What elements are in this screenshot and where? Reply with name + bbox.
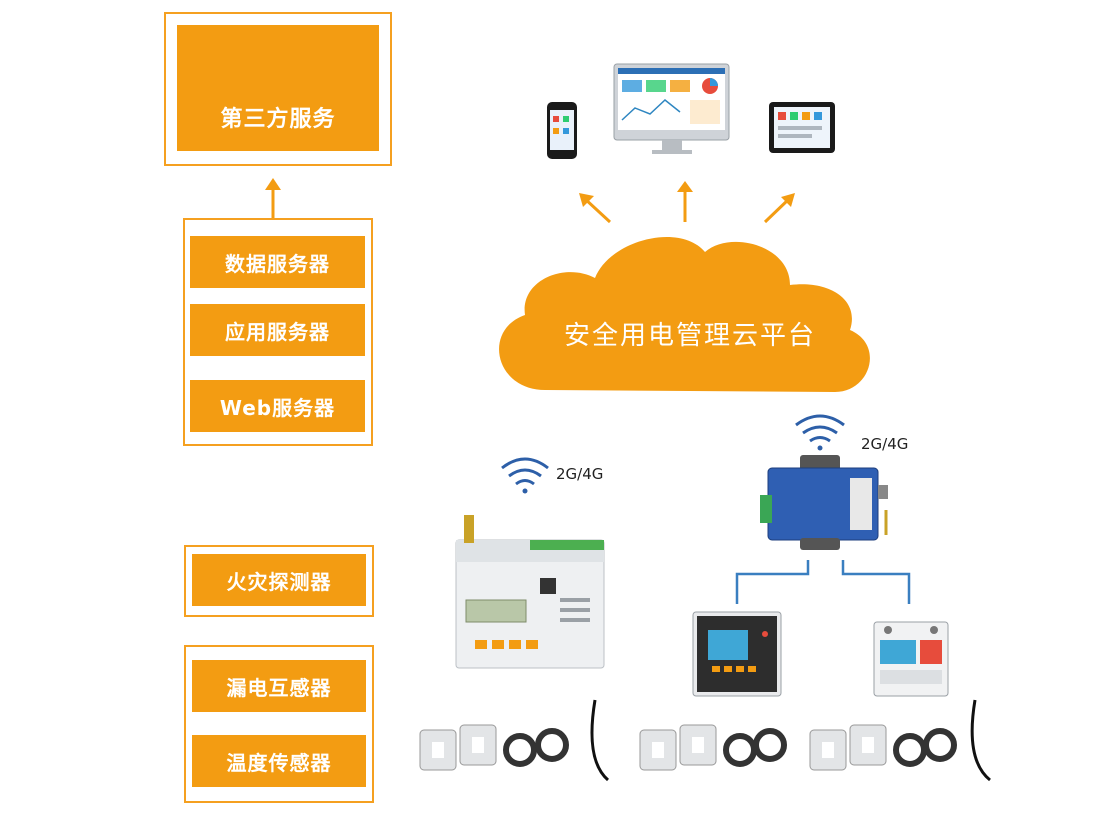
- sensor-group-frame: [184, 645, 374, 803]
- fire-detector-frame: [184, 545, 374, 617]
- sensor-bundle-3: [809, 699, 991, 782]
- data-server-box: 数据服务器: [190, 236, 365, 288]
- sensor-bundle-2: [639, 724, 787, 771]
- third-party-frame: [164, 12, 392, 166]
- cloud-shape: [499, 236, 870, 392]
- app-server-box: 应用服务器: [190, 304, 365, 356]
- panel-meter-icon: [692, 611, 782, 697]
- fire-detector-label: 火灾探测器: [226, 569, 332, 594]
- wireless-label-right: 2G/4G: [861, 435, 909, 453]
- up-arrow: [265, 178, 281, 218]
- data-server-label: 数据服务器: [225, 251, 330, 276]
- tablet-icon: [769, 102, 835, 153]
- monitor-icon: [613, 63, 730, 154]
- app-server-label: 应用服务器: [225, 319, 330, 344]
- cloud-label: 安全用电管理云平台: [563, 321, 816, 351]
- web-server-box: Web服务器: [190, 380, 365, 432]
- gateway-device-icon: [760, 455, 888, 550]
- leakage-transformer-box: 漏电互感器: [192, 660, 366, 712]
- monitoring-device-icon: [455, 515, 605, 669]
- third-party-box: 第三方服务: [177, 25, 379, 151]
- cloud-arrows: [579, 181, 795, 224]
- wireless-label-left: 2G/4G: [556, 465, 604, 483]
- temperature-sensor-label: 温度传感器: [226, 750, 332, 775]
- phone-icon: [547, 102, 577, 159]
- fire-detector-box: 火灾探测器: [192, 554, 366, 606]
- web-server-label: Web服务器: [219, 395, 336, 420]
- din-meter-icon: [873, 621, 949, 697]
- third-party-label: 第三方服务: [220, 107, 336, 132]
- wifi-icon-left: [501, 457, 549, 494]
- sensor-bundle-1: [419, 699, 610, 782]
- leakage-transformer-label: 漏电互感器: [226, 675, 332, 700]
- wifi-icon-right: [795, 414, 845, 451]
- gateway-connections: [735, 560, 911, 604]
- server-group-frame: [183, 218, 373, 446]
- temperature-sensor-box: 温度传感器: [192, 735, 366, 787]
